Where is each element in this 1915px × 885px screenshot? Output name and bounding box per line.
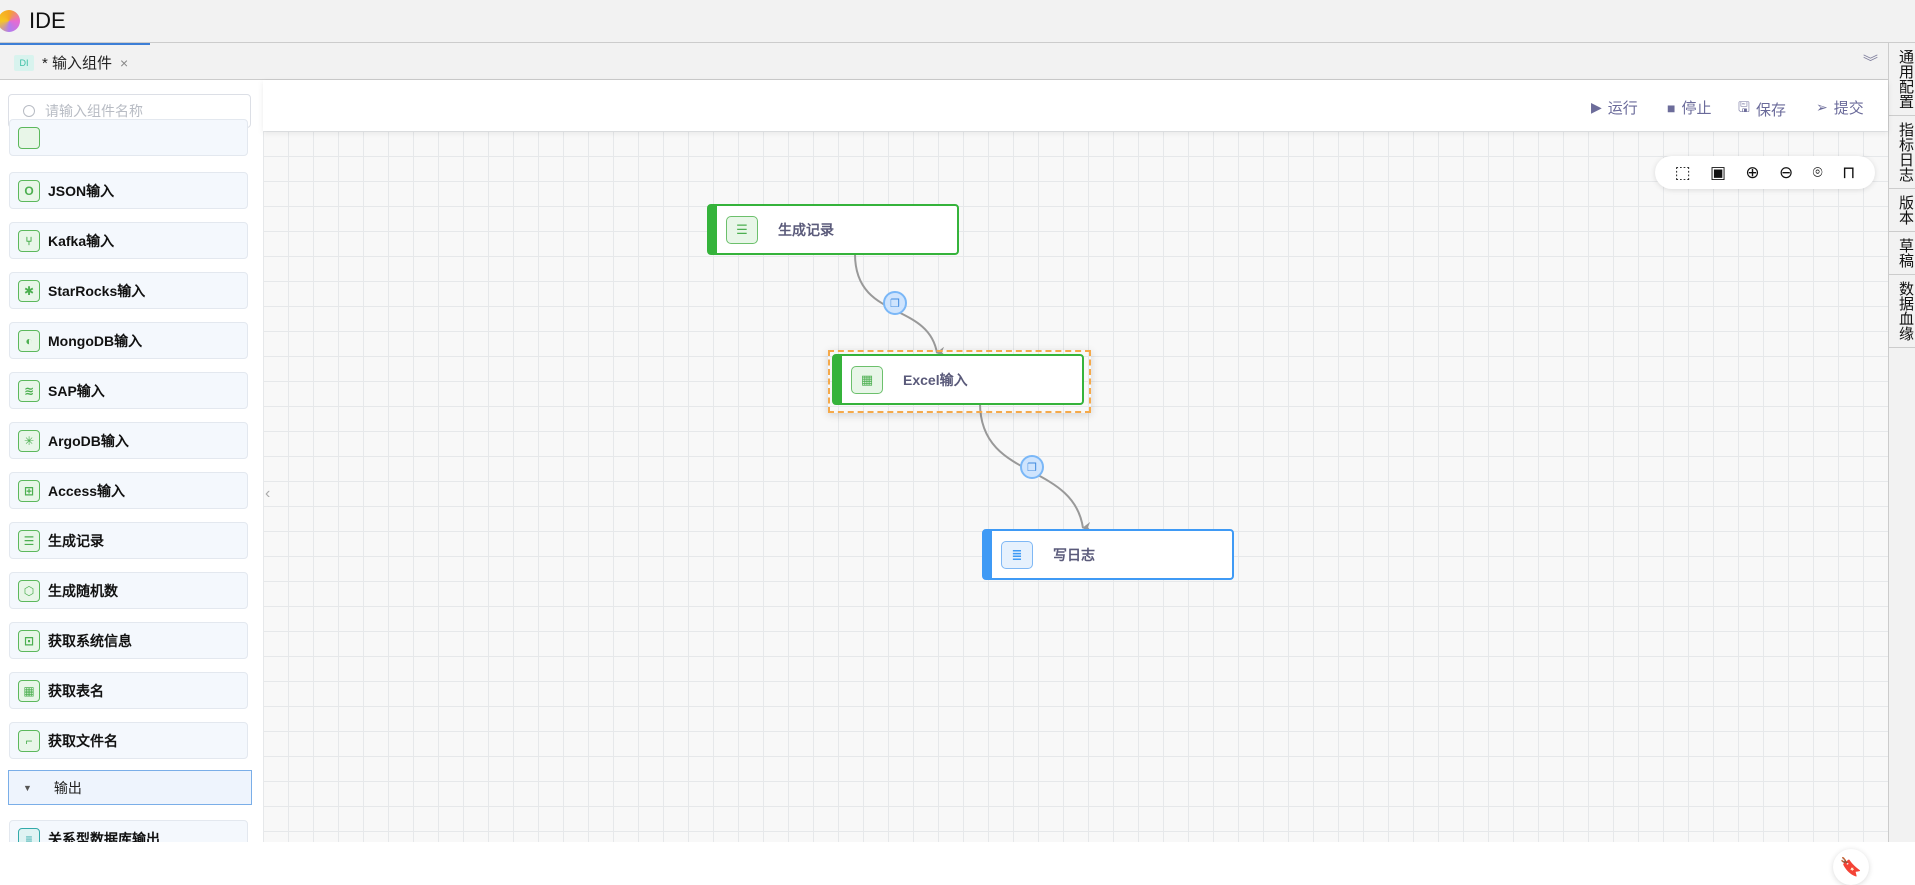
edge-copy-icon[interactable]: ❐ xyxy=(1020,455,1044,479)
selection-box xyxy=(828,350,1091,413)
submit-button[interactable]: ➢ 提交 xyxy=(1816,97,1864,118)
stop-button[interactable]: ■ 停止 xyxy=(1667,97,1711,118)
tab-input-components[interactable]: DI * 输入组件 × xyxy=(0,43,150,80)
section-label: 输出 xyxy=(53,779,82,796)
rail-version[interactable]: 版本 xyxy=(1889,189,1915,232)
json-icon: O xyxy=(18,179,40,202)
send-icon: ➢ xyxy=(1816,99,1828,115)
item-label: JSON输入 xyxy=(48,182,115,199)
kafka-icon: ⑂ xyxy=(18,229,40,252)
item-label: MongoDB输入 xyxy=(48,332,143,349)
title-bar: IDE xyxy=(0,0,1915,43)
di-badge-icon: DI xyxy=(14,54,34,71)
item-label: ArgoDB输入 xyxy=(48,432,129,449)
node-label: Excel输入 xyxy=(903,371,968,388)
canvas-tools: ⬚ ▣ ⊕ ⊖ ⌾ ⊓ xyxy=(1655,156,1875,189)
log-icon: ≣ xyxy=(1001,540,1033,569)
system-info-icon: ⊡ xyxy=(18,629,40,652)
list-item[interactable]: ⑂ Kafka输入 xyxy=(9,222,248,259)
actual-size-icon[interactable]: ▣ xyxy=(1710,162,1727,182)
node-excel-input[interactable]: ▦ Excel输入 xyxy=(832,354,1084,405)
records-icon: ☰ xyxy=(18,529,40,552)
play-icon: ▶ xyxy=(1591,99,1602,115)
app-title: IDE xyxy=(29,8,66,33)
item-label: StarRocks输入 xyxy=(48,282,146,299)
rail-draft[interactable]: 草稿 xyxy=(1889,232,1915,275)
node-generate-records[interactable]: ☰ 生成记录 xyxy=(707,204,959,255)
rail-general-config[interactable]: 通用配置 xyxy=(1889,43,1915,116)
item-label: 生成随机数 xyxy=(48,582,118,599)
access-icon: ⊞ xyxy=(18,479,40,502)
bookmark-icon[interactable]: ⊓ xyxy=(1842,162,1856,182)
item-label: 生成记录 xyxy=(48,532,104,549)
table-icon: ▦ xyxy=(851,365,883,394)
close-tab-icon[interactable]: × xyxy=(120,54,129,71)
edges-layer xyxy=(854,253,1092,532)
list-item[interactable]: O JSON输入 xyxy=(9,172,248,209)
zoom-in-icon[interactable]: ⊕ xyxy=(1745,162,1760,182)
file-icon: ⌐ xyxy=(18,729,40,752)
main-area: ▶ 运行 ■ 停止 🖫 保存 ➢ 提交 ⬚ ▣ ⊕ ⊖ ⌾ ⊓ ❐ ❐ ☰ 生成记录 ▦… xyxy=(263,80,1888,885)
item-label: 获取表名 xyxy=(48,682,104,699)
list-item[interactable]: ☰ 生成记录 xyxy=(9,522,248,559)
records-icon: ☰ xyxy=(726,215,758,244)
item-label: 获取系统信息 xyxy=(48,632,132,649)
run-button[interactable]: ▶ 运行 xyxy=(1591,97,1638,118)
list-item[interactable]: ▦ 获取表名 xyxy=(9,672,248,709)
item-label: 关系型数据库输出 xyxy=(48,830,160,843)
run-label: 运行 xyxy=(1607,100,1638,117)
list-item[interactable]: ⬡ 生成随机数 xyxy=(9,572,248,609)
stop-label: 停止 xyxy=(1681,100,1712,117)
caret-down-icon: ▼ xyxy=(23,782,32,793)
app-logo xyxy=(0,10,20,32)
list-item[interactable]: ◐ MongoDB输入 xyxy=(9,322,248,359)
sap-icon: ≋ xyxy=(18,379,40,402)
list-item[interactable]: ⊡ 获取系统信息 xyxy=(9,622,248,659)
dice-icon: ⬡ xyxy=(18,579,40,602)
right-rail: 通用配置 指标日志 版本 草稿 数据血缘 xyxy=(1888,43,1915,842)
collapse-sidebar-icon[interactable]: ‹ xyxy=(265,485,271,502)
item-label: Access输入 xyxy=(48,482,126,499)
flow-canvas[interactable]: ⬚ ▣ ⊕ ⊖ ⌾ ⊓ ❐ ❐ ☰ 生成记录 ▦ Excel输入 ≣ 写日志 🔖 xyxy=(263,131,1888,885)
item-label: 获取文件名 xyxy=(48,732,118,749)
tab-bar: DI * 输入组件 × ︾ xyxy=(0,43,1888,80)
rail-data-lineage[interactable]: 数据血缘 xyxy=(1889,275,1915,348)
node-label: 生成记录 xyxy=(778,221,834,238)
zoom-out-icon[interactable]: ⊖ xyxy=(1778,162,1794,182)
database-icon: ≡ xyxy=(18,827,40,842)
item-label: SAP输入 xyxy=(48,382,105,399)
save-button[interactable]: 🖫 保存 xyxy=(1738,97,1786,121)
bookmark-button[interactable]: 🔖 xyxy=(1833,849,1869,885)
stop-icon: ■ xyxy=(1667,99,1676,116)
component-icon xyxy=(18,126,40,149)
search-placeholder: 请输入组件名称 xyxy=(45,103,143,119)
tab-label: * 输入组件 xyxy=(42,55,113,72)
toolbar: ▶ 运行 ■ 停止 🖫 保存 ➢ 提交 xyxy=(263,80,1888,131)
node-label: 写日志 xyxy=(1053,546,1095,563)
search-icon xyxy=(23,105,35,117)
list-item[interactable]: ≡ 关系型数据库输出 xyxy=(9,820,248,842)
submit-label: 提交 xyxy=(1833,100,1864,117)
component-sidebar: 请输入组件名称 O JSON输入 ⑂ Kafka输入 ✱ StarRocks输入 ◐ Mong… xyxy=(0,80,263,842)
section-output[interactable]: ▼ 输出 xyxy=(8,770,252,805)
chevron-double-down-icon[interactable]: ︾ xyxy=(1862,54,1878,71)
node-write-log[interactable]: ≣ 写日志 xyxy=(982,529,1234,580)
list-item[interactable]: ✱ StarRocks输入 xyxy=(9,272,248,309)
box-select-icon[interactable]: ⬚ xyxy=(1674,162,1691,182)
starrocks-icon: ✱ xyxy=(18,279,40,302)
save-label: 保存 xyxy=(1755,101,1786,119)
list-item[interactable]: ⌐ 获取文件名 xyxy=(9,722,248,759)
edge-copy-icon[interactable]: ❐ xyxy=(883,291,907,315)
item-label: Kafka输入 xyxy=(48,232,115,249)
argodb-icon: ✳ xyxy=(18,429,40,452)
table-icon: ▦ xyxy=(18,679,40,702)
list-item-partial[interactable] xyxy=(9,119,248,156)
list-item[interactable]: ✳ ArgoDB输入 xyxy=(9,422,248,459)
rail-metrics-log[interactable]: 指标日志 xyxy=(1889,116,1915,189)
list-item[interactable]: ⊞ Access输入 xyxy=(9,472,248,509)
save-icon: 🖫 xyxy=(1738,99,1750,115)
list-item[interactable]: ≋ SAP输入 xyxy=(9,372,248,409)
locate-icon[interactable]: ⌾ xyxy=(1812,162,1823,182)
mongodb-icon: ◐ xyxy=(18,329,40,352)
